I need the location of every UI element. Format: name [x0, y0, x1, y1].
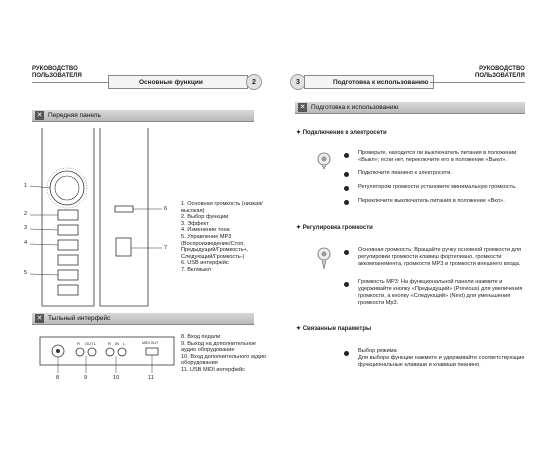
button-mp3-b [57, 269, 79, 281]
button-function [57, 209, 79, 221]
plus-icon: ✦ [296, 225, 302, 231]
volume-knob [49, 170, 85, 206]
left-page-number: 2 [246, 74, 262, 90]
rear-panel-diagram [39, 336, 175, 373]
power-bullet-4: Переключите выключатель питания в положе… [358, 198, 505, 204]
bullet [344, 351, 349, 356]
callout-10: 10 [113, 375, 120, 381]
jack-label-in: IN [115, 341, 119, 346]
plus-icon: ✦ [296, 130, 302, 136]
callout-1: 1 [24, 183, 28, 189]
close-icon: ✕ [35, 111, 44, 120]
right-header-tab: Подготовка к использованию [304, 75, 434, 89]
button-tone [57, 239, 79, 251]
jack-label-out: OUT [85, 341, 94, 346]
prep-bar: ✕ Подготовка к использованию [295, 102, 525, 114]
info-icon [317, 152, 331, 170]
callout-2: 2 [24, 211, 28, 217]
bullet [344, 172, 349, 177]
callout-8: 8 [56, 375, 60, 381]
jack-label-l1: L [94, 341, 97, 346]
front-panel-diagram [29, 128, 162, 307]
right-header-rule [430, 82, 525, 83]
power-section-title: ✦ Подключение к электросети [296, 130, 387, 136]
callout-9: 9 [84, 375, 88, 381]
bullet [344, 200, 349, 205]
usb-midi-label: MIDI OUT [142, 341, 159, 345]
usb-port [114, 205, 134, 213]
bullet [344, 250, 349, 255]
callout-6: 6 [164, 206, 168, 212]
jack-label-l2: L [123, 341, 126, 346]
power-bullet-2: Подключите пианино к электросети. [358, 170, 452, 176]
close-icon: ✕ [298, 103, 307, 112]
callout-7: 7 [164, 245, 168, 251]
bullet [344, 186, 349, 191]
rear-panel-bar: ✕ Тыльный интерфейс [32, 313, 254, 325]
power-bullet-1: Проверьте, находится ли выключатель пита… [358, 150, 517, 163]
jack-label-r2: R [108, 341, 111, 346]
usb-midi-port [145, 347, 159, 356]
callout-11: 11 [148, 375, 154, 381]
power-bullet-3: Регулятором громкости установите минимал… [358, 184, 517, 190]
right-header-title: РУКОВОДСТВО ПОЛЬЗОВАТЕЛЯ [475, 66, 525, 79]
close-icon: ✕ [35, 314, 44, 323]
related-bullet-1: Выбор режима Для выбора функции нажмите … [358, 348, 525, 368]
button-mp3-c [57, 284, 79, 296]
bullet [344, 153, 349, 158]
power-switch [115, 237, 132, 257]
callout-3: 3 [24, 225, 28, 231]
callout-5: 5 [24, 270, 28, 276]
callout-4: 4 [24, 240, 28, 246]
left-header-title: РУКОВОДСТВО ПОЛЬЗОВАТЕЛЯ [32, 66, 82, 79]
jack-label-r1: R [77, 341, 80, 346]
rear-panel-list: 8. Вход педали 9. Выход на дополнительно… [181, 334, 266, 373]
front-panel-list: 1. Основная громкость (низкая/ высокая) … [181, 201, 263, 273]
button-effect [57, 224, 79, 236]
related-section-title: ✦ Связанные параметры [296, 326, 372, 332]
plus-icon: ✦ [296, 326, 302, 332]
volume-bullet-1: Основная громкость: Вращайте ручку основ… [358, 247, 522, 267]
button-mp3-a [57, 254, 79, 266]
volume-bullet-2: Громкость MP3: На функциональной панели … [358, 279, 523, 306]
volume-section-title: ✦ Регулировка громкости [296, 225, 373, 231]
bullet [344, 282, 349, 287]
front-panel-bar: ✕ Передняя панель [32, 110, 254, 122]
left-header-tab: Основные функции [108, 75, 248, 89]
info-icon [317, 247, 331, 270]
left-header-rule [32, 82, 132, 83]
